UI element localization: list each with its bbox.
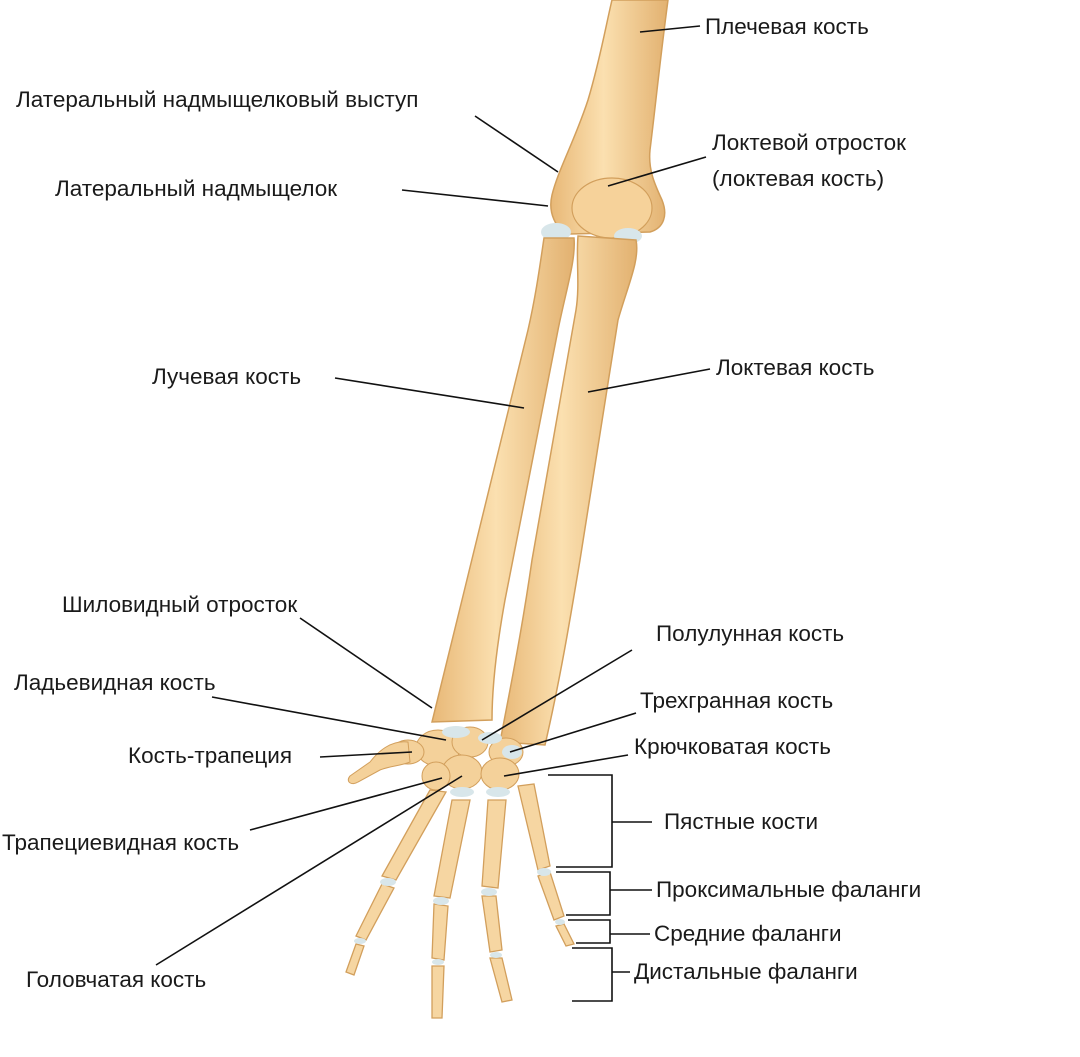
- label-hamate: Крючковатая кость: [634, 734, 831, 759]
- label-lunate: Полулунная кость: [656, 621, 845, 646]
- label-olecranon-line1: Локтевой отросток: [712, 130, 906, 155]
- label-ulna: Локтевая кость: [716, 355, 875, 380]
- label-lateral-epicondyle: Латеральный надмыщелок: [55, 176, 338, 201]
- label-lateral-supracondylar-ridge: Латеральный надмыщелковый выступ: [16, 87, 419, 112]
- finger-joint-cartilage: [354, 868, 565, 965]
- label-humerus: Плечевая кость: [705, 14, 869, 39]
- ulna-bone: [499, 235, 638, 746]
- label-radius: Лучевая кость: [152, 364, 302, 389]
- label-middle-phalanges: Средние фаланги: [654, 921, 842, 946]
- label-distal-phalanges: Дистальные фаланги: [634, 959, 858, 984]
- label-triquetrum: Трехгранная кость: [640, 688, 834, 713]
- label-capitate: Головчатая кость: [26, 967, 207, 992]
- label-trapezoid: Трапециевидная кость: [2, 830, 240, 855]
- finger-bones: [345, 783, 575, 1019]
- leader-lines: [155, 25, 711, 1002]
- thumb-bones: [347, 741, 411, 785]
- label-proximal-phalanges: Проксимальные фаланги: [656, 877, 922, 902]
- label-metacarpals: Пястные кости: [664, 809, 819, 834]
- carpal-bones: [391, 726, 524, 797]
- label-trapezium: Кость-трапеция: [128, 743, 293, 768]
- humerus-bone: [550, 0, 669, 239]
- label-scaphoid: Ладьевидная кость: [14, 670, 216, 695]
- label-styloid-process: Шиловидный отросток: [62, 592, 298, 617]
- radius-bone: [431, 237, 576, 723]
- label-olecranon-line2: (локтевая кость): [712, 166, 885, 191]
